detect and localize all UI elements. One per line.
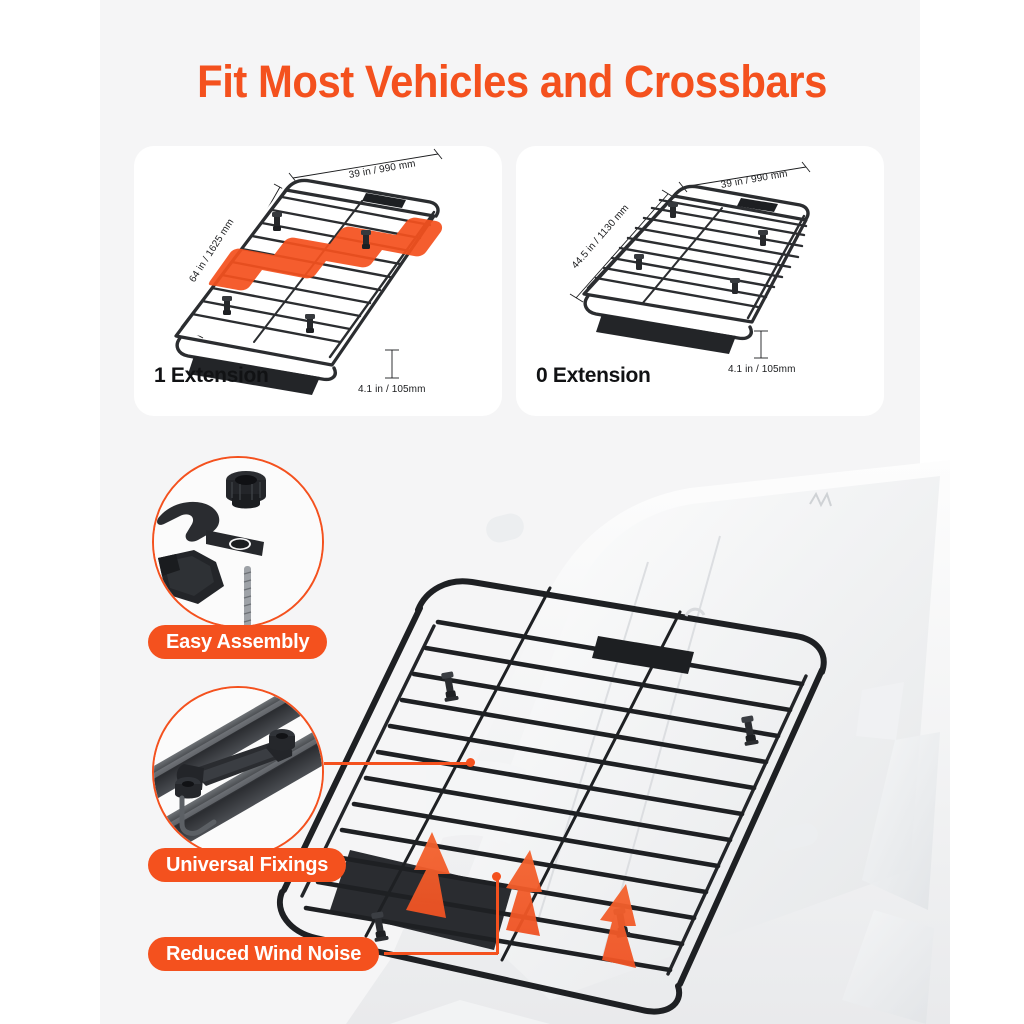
crossbar-clamp-illustration	[154, 688, 322, 856]
knob-part	[226, 471, 266, 509]
spec-card-label-zero-extension: 0 Extension	[536, 364, 651, 387]
badge-universal-fixings: Universal Fixings	[148, 848, 347, 882]
assembly-hardware-illustration	[154, 458, 322, 626]
connector-line-noise-vertical	[496, 876, 499, 954]
rack-diagram-zero-extension	[569, 161, 811, 359]
badge-reduced-wind-noise: Reduced Wind Noise	[148, 937, 380, 971]
bracket-part	[157, 501, 264, 556]
spec-card-zero-extension: 39 in / 990 mm 44.5 in / 1130 mm 4.1 in …	[516, 146, 884, 416]
feature-photo-universal-fixings	[152, 686, 324, 858]
clamp-part	[158, 550, 224, 604]
connector-line-noise-horizontal	[384, 952, 498, 955]
spec-card-label-one-extension: 1 Extension	[154, 364, 269, 387]
clamp-knobs	[175, 729, 295, 799]
connector-dot-noise	[492, 872, 501, 881]
connector-dot-fixings	[466, 758, 475, 767]
rack-diagram-one-extension	[174, 148, 443, 395]
dim-height-card2: 4.1 in / 105mm	[728, 364, 796, 375]
dim-height-card1: 4.1 in / 105mm	[358, 384, 426, 395]
page-title: Fit Most Vehicles and Crossbars	[197, 56, 827, 107]
spec-card-one-extension: 39 in / 990 mm 64 in / 1625 mm 4.1 in / …	[134, 146, 502, 416]
extension-highlight	[208, 217, 443, 291]
badge-easy-assembly: Easy Assembly	[148, 625, 328, 659]
airflow-arrows	[406, 832, 636, 968]
feature-photo-easy-assembly	[152, 456, 324, 628]
threaded-rod-part	[243, 566, 252, 626]
connector-line-fixings	[324, 762, 470, 765]
